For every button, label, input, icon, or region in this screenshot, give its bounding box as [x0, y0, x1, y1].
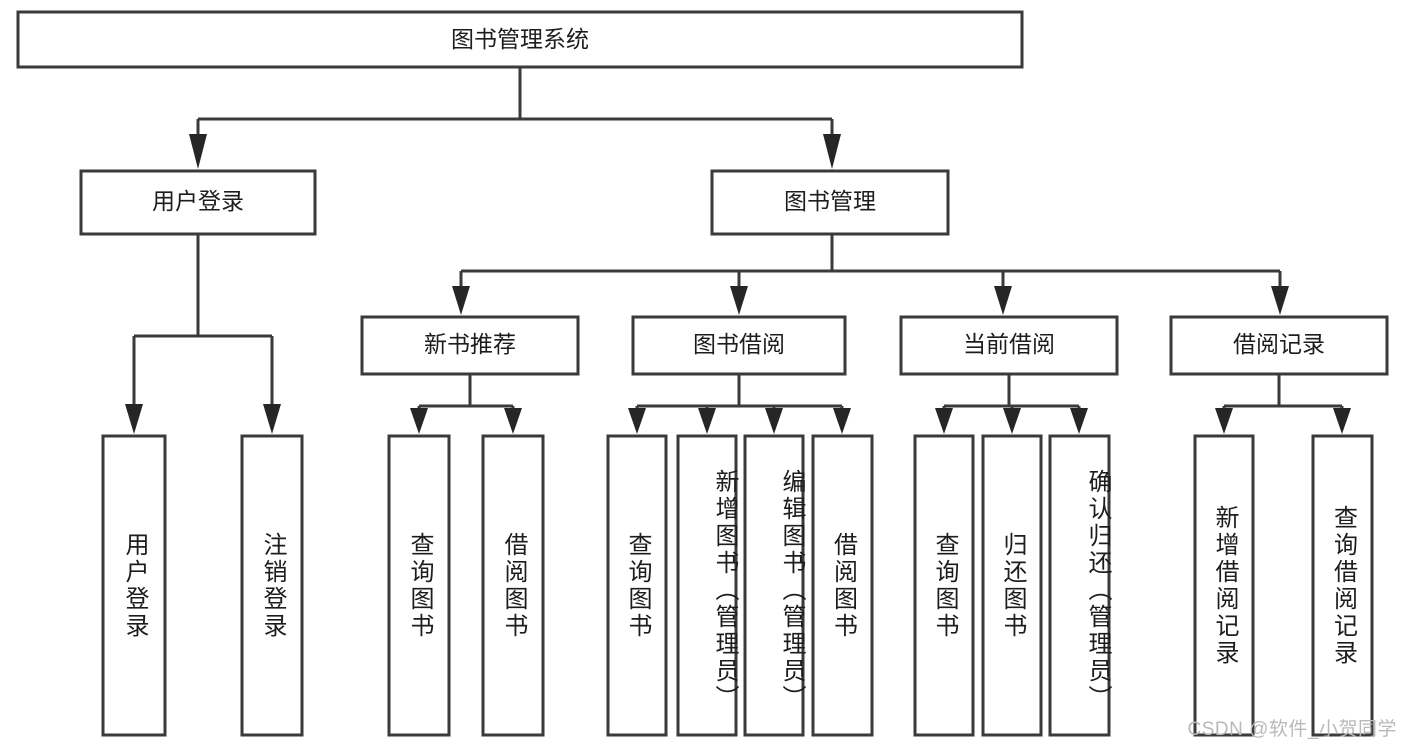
leaf-return-book-box[interactable] — [981, 434, 1043, 737]
leaf-borrow-book-box[interactable] — [811, 434, 874, 737]
node-new-book-recommend[interactable]: 新书推荐 — [360, 315, 580, 376]
node-book-borrow-label: 图书借阅 — [693, 331, 785, 357]
leaf-add-borrow-record-box[interactable] — [1193, 434, 1255, 737]
leaf-borrow-book-new-box[interactable] — [481, 434, 545, 737]
node-root-box[interactable] — [16, 10, 1024, 69]
node-new-book-recommend-label: 新书推荐 — [424, 331, 516, 357]
arrowhead-leaf-query-book-current — [935, 408, 953, 434]
arrowhead-current-borrow — [994, 286, 1012, 315]
node-root[interactable]: 图书管理系统 — [16, 10, 1024, 69]
leaf-confirm-return-admin-box[interactable] — [1048, 434, 1111, 737]
leaf-user-login-box[interactable] — [101, 434, 167, 737]
arrowhead-leaf-edit-book-admin — [765, 408, 783, 434]
node-book-borrow-box[interactable] — [631, 315, 847, 376]
arrowhead-leaf-user-login — [125, 404, 143, 434]
node-user-login[interactable]: 用户登录 — [79, 169, 317, 236]
arrowhead-leaf-borrow-book-new — [504, 408, 522, 434]
arrowhead-borrow-record — [1271, 286, 1289, 315]
arrowhead-new-book-recommend — [452, 286, 470, 315]
leaf-logout-login-box[interactable] — [240, 434, 304, 737]
connector-layer — [125, 67, 1351, 434]
node-book-management-box[interactable] — [710, 169, 950, 236]
arrowhead-leaf-return-book — [1003, 408, 1021, 434]
leaf-query-borrow-record-box[interactable] — [1311, 434, 1374, 737]
node-current-borrow-box[interactable] — [899, 315, 1119, 376]
leaf-query-book-current-box[interactable] — [913, 434, 975, 737]
node-root-label: 图书管理系统 — [451, 26, 589, 52]
arrowhead-book-borrow — [730, 286, 748, 315]
leaf-query-book-borrow-box[interactable] — [606, 434, 668, 737]
leaf-layer — [101, 434, 1374, 737]
node-borrow-record[interactable]: 借阅记录 — [1169, 315, 1389, 376]
csdn-watermark: CSDN @软件_小贺同学 — [1187, 719, 1397, 740]
arrowhead-leaf-add-borrow-record — [1215, 408, 1233, 434]
node-borrow-record-label: 借阅记录 — [1233, 331, 1325, 357]
node-current-borrow-label: 当前借阅 — [963, 331, 1055, 357]
arrowhead-leaf-confirm-return-admin — [1070, 408, 1088, 434]
node-user-login-box[interactable] — [79, 169, 317, 236]
arrowhead-leaf-query-borrow-record — [1333, 408, 1351, 434]
node-book-management-label: 图书管理 — [784, 188, 876, 214]
node-current-borrow[interactable]: 当前借阅 — [899, 315, 1119, 376]
node-new-book-recommend-box[interactable] — [360, 315, 580, 376]
leaf-edit-book-admin-box[interactable] — [743, 434, 805, 737]
leaf-query-book-new-box[interactable] — [387, 434, 451, 737]
leaf-add-book-admin-box[interactable] — [676, 434, 738, 737]
arrowhead-user-login — [189, 134, 207, 169]
arrowhead-book-management — [823, 134, 841, 169]
arrowhead-leaf-query-book-borrow — [628, 408, 646, 434]
node-book-management[interactable]: 图书管理 — [710, 169, 950, 236]
arrowhead-leaf-logout-login — [263, 404, 281, 434]
node-user-login-label: 用户登录 — [152, 188, 244, 214]
node-borrow-record-box[interactable] — [1169, 315, 1389, 376]
arrowhead-leaf-query-book-new — [410, 408, 428, 434]
arrowhead-leaf-add-book-admin — [698, 408, 716, 434]
arrowhead-leaf-borrow-book — [833, 408, 851, 434]
node-book-borrow[interactable]: 图书借阅 — [631, 315, 847, 376]
